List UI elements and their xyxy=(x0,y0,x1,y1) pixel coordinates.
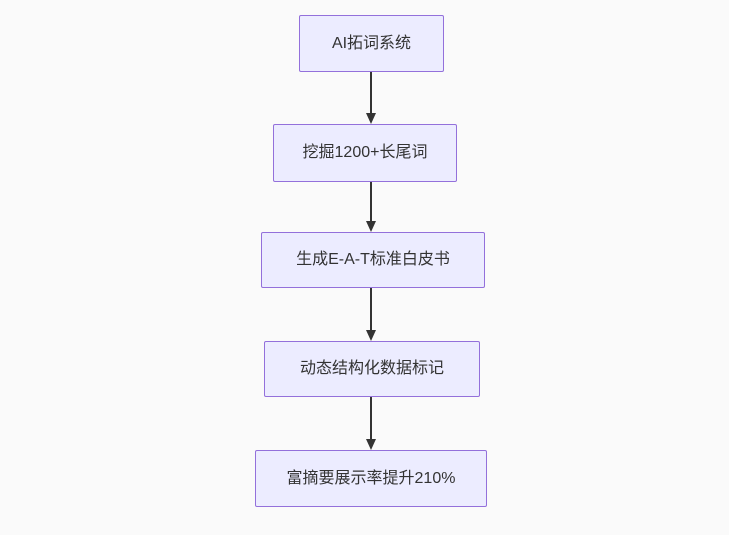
node-label: 动态结构化数据标记 xyxy=(299,360,444,378)
arrow-down-icon xyxy=(366,439,376,450)
flow-node-generate-eat-whitepaper[interactable]: 生成E-A-T标准白皮书 xyxy=(261,232,485,288)
flow-node-dynamic-structured-data-markup[interactable]: 动态结构化数据标记 xyxy=(264,341,480,397)
node-label: AI拓词系统 xyxy=(331,34,412,52)
flow-edge-a-b xyxy=(365,72,377,124)
arrow-line xyxy=(370,288,372,330)
arrow-line xyxy=(370,182,372,221)
node-label: 挖掘1200+长尾词 xyxy=(302,144,428,162)
flow-node-rich-snippet-rate-increase[interactable]: 富摘要展示率提升210% xyxy=(255,450,487,507)
flow-edge-b-c xyxy=(365,182,377,232)
node-label: 富摘要展示率提升210% xyxy=(286,469,456,487)
flow-edge-d-e xyxy=(365,397,377,450)
arrow-line xyxy=(370,397,372,439)
flow-node-ai-word-expansion-system[interactable]: AI拓词系统 xyxy=(299,15,444,72)
arrow-down-icon xyxy=(366,221,376,232)
flow-edge-c-d xyxy=(365,288,377,341)
flow-node-mine-longtail-keywords[interactable]: 挖掘1200+长尾词 xyxy=(273,124,457,182)
arrow-down-icon xyxy=(366,113,376,124)
arrow-line xyxy=(370,72,372,113)
arrow-down-icon xyxy=(366,330,376,341)
node-label: 生成E-A-T标准白皮书 xyxy=(296,251,450,269)
